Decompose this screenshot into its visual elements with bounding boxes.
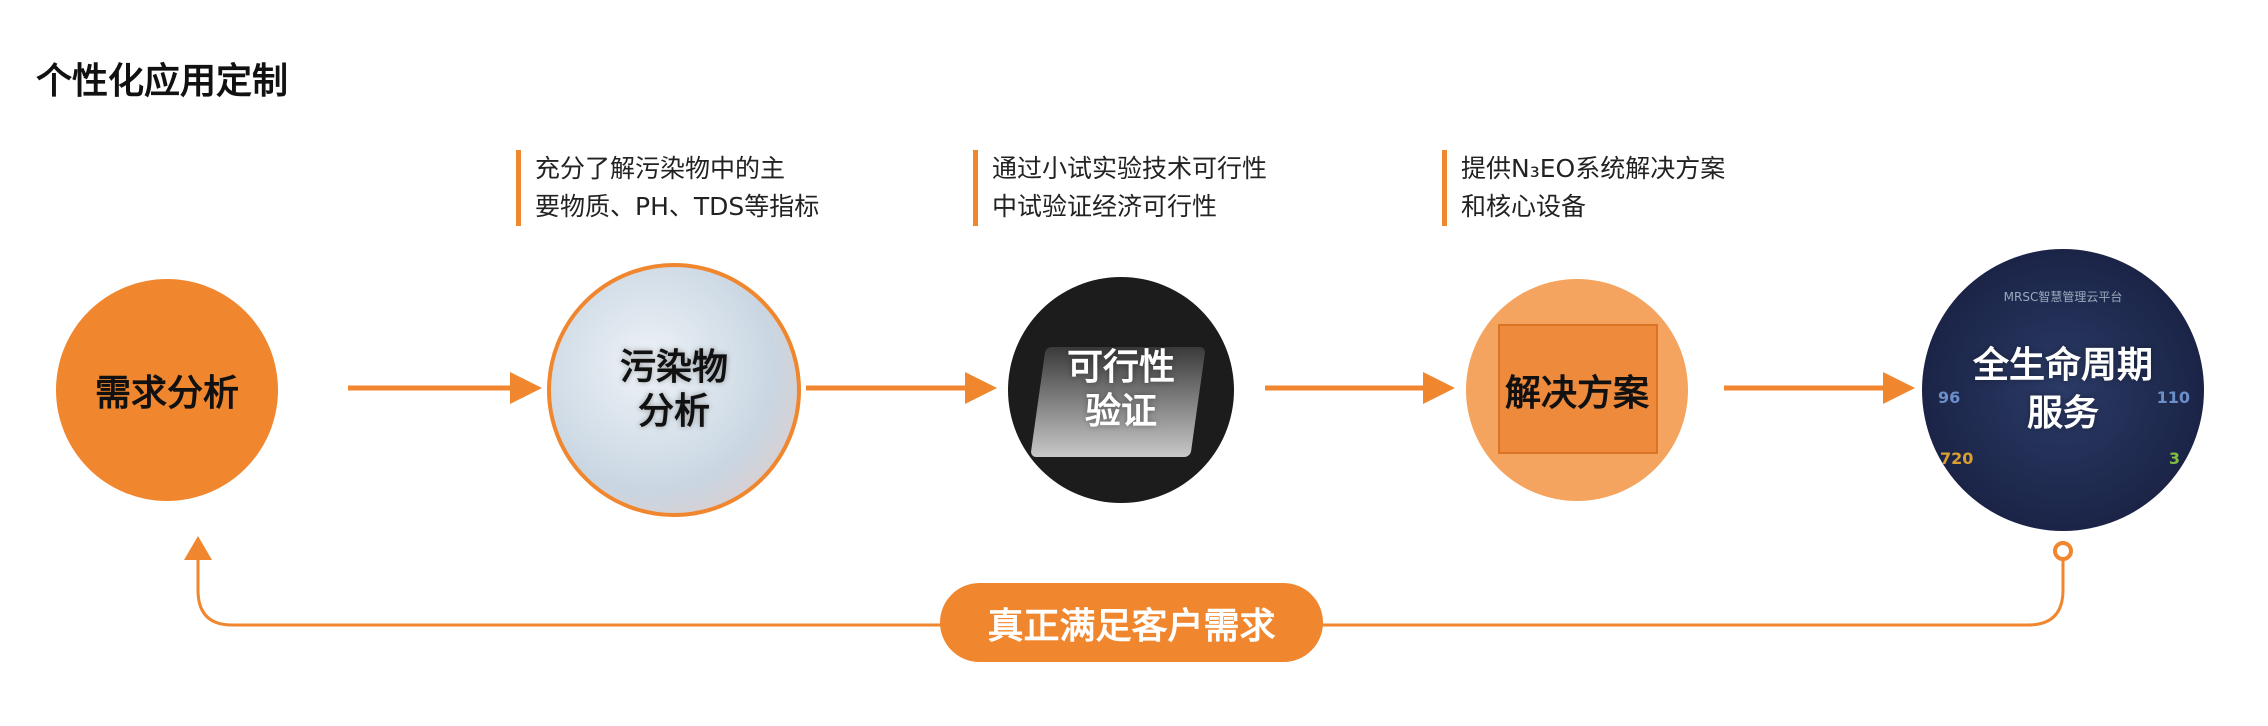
loop-label-pill: 真正满足客户需求 <box>940 583 1323 662</box>
page-title: 个性化应用定制 <box>36 61 289 102</box>
loop-arrow-head <box>184 536 212 560</box>
note-line: 要物质、PH、TDS等指标 <box>535 192 820 221</box>
step-label: 全生命周期服务 <box>1972 345 2153 434</box>
loop-start-ring <box>2053 541 2073 561</box>
note-solution: 提供N₃EO系统解决方案 和核心设备 <box>1442 150 1725 226</box>
dashboard-value: 96 <box>1938 388 1961 407</box>
note-line: 和核心设备 <box>1461 192 1587 221</box>
step-label: 解决方案 <box>1504 373 1649 414</box>
note-line: 通过小试实验技术可行性 <box>992 154 1268 183</box>
step-feasibility-verification: 可行性验证 <box>1008 277 1234 503</box>
step-lifecycle-service: MRSC智慧管理云平台 96 720 110 3 全生命周期服务 <box>1922 249 2204 531</box>
dashboard-value: 720 <box>1940 449 1974 468</box>
note-analysis: 充分了解污染物中的主 要物质、PH、TDS等指标 <box>516 150 819 226</box>
dashboard-value: 3 <box>2168 449 2180 468</box>
step-solution: 解决方案 <box>1466 279 1688 501</box>
dashboard-title: MRSC智慧管理云平台 <box>2003 290 2123 304</box>
step-label: 可行性验证 <box>1066 347 1175 432</box>
step-label: 需求分析 <box>94 373 239 414</box>
step-demand-analysis: 需求分析 <box>56 279 278 501</box>
dashboard-value: 110 <box>2156 388 2190 407</box>
step-label: 污染物分析 <box>619 347 728 432</box>
arrow-head-1 <box>510 372 542 404</box>
arrow-head-4 <box>1883 372 1915 404</box>
note-feasibility: 通过小试实验技术可行性 中试验证经济可行性 <box>973 150 1267 226</box>
note-line: 中试验证经济可行性 <box>992 192 1218 221</box>
step-pollutant-analysis: 污染物分析 <box>547 263 801 517</box>
equipment-cabinet-image <box>1498 324 1658 454</box>
note-line: 提供N₃EO系统解决方案 <box>1461 154 1726 183</box>
arrow-head-3 <box>1423 372 1455 404</box>
arrow-head-2 <box>965 372 997 404</box>
note-line: 充分了解污染物中的主 <box>535 154 786 183</box>
